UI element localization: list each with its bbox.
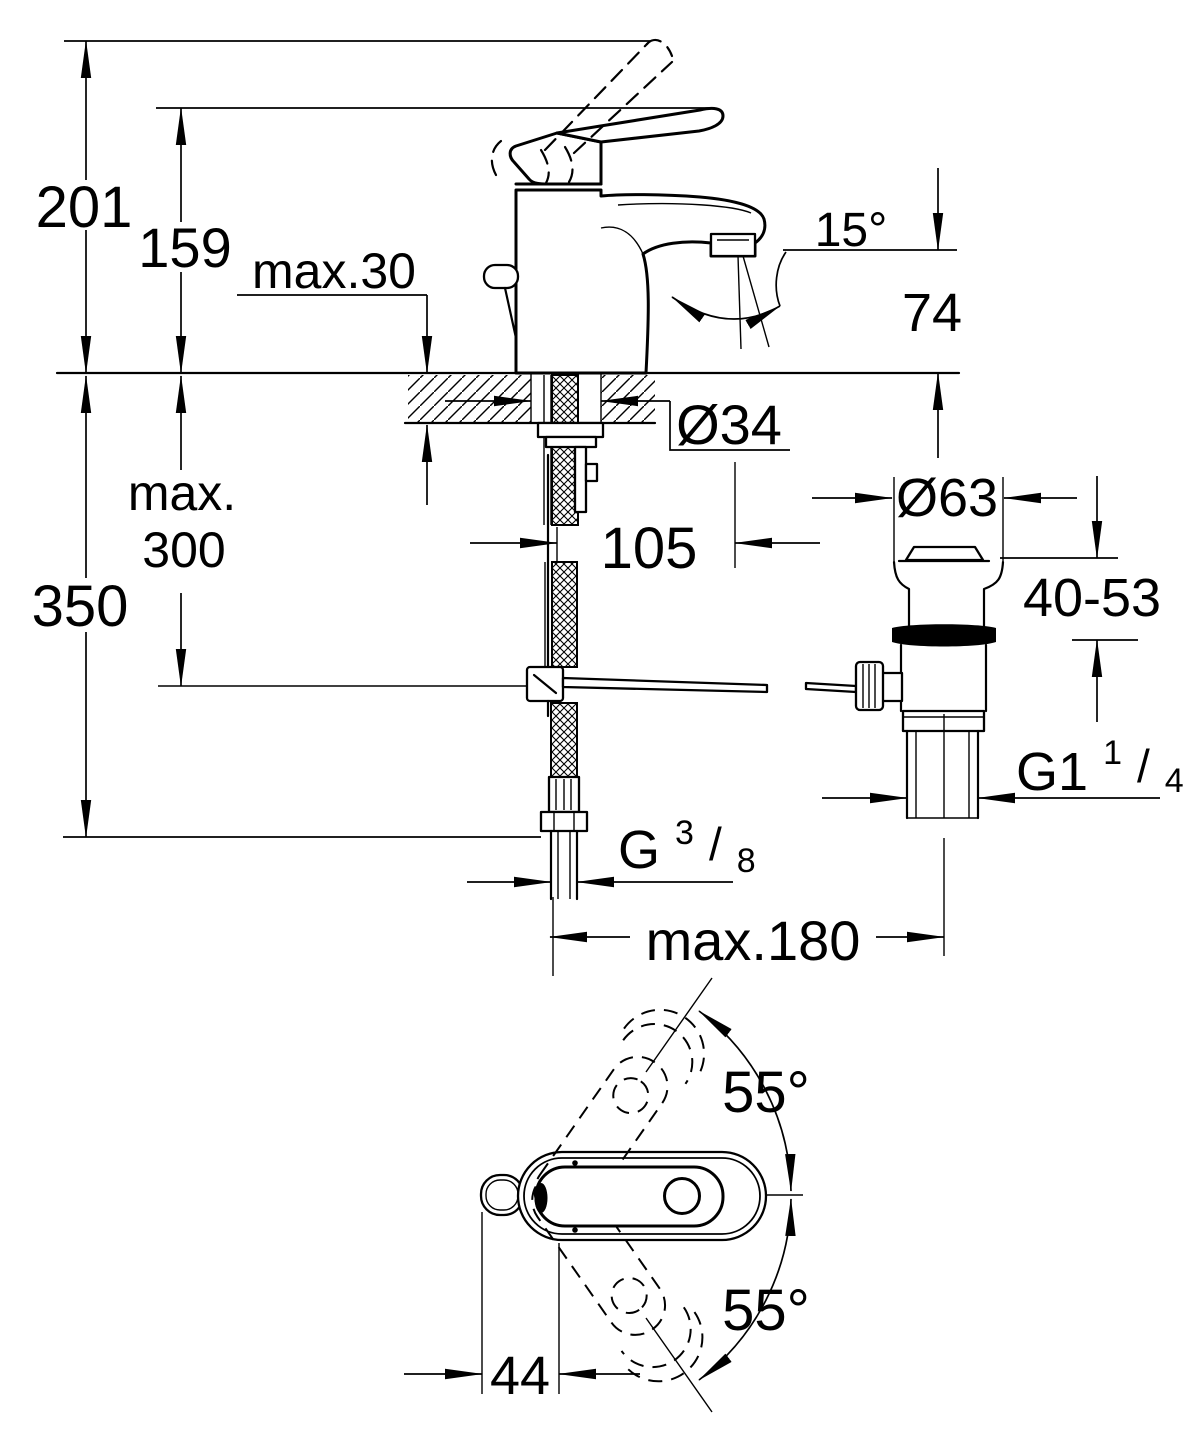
- shank-and-supply-hose: [525, 374, 605, 901]
- counter-cross-section: [403, 373, 657, 425]
- spout-angle-annotation: [671, 251, 787, 350]
- swing-angle-annotation: [645, 977, 803, 1413]
- supply-thread-sub: 8: [737, 842, 756, 880]
- mounting-bracket: [573, 445, 588, 514]
- dim-hose-drop-value-label: 300: [142, 522, 225, 578]
- waste-thread-main: G1: [1016, 742, 1088, 802]
- dim-rod-distance-label: max.180: [646, 909, 861, 972]
- waste-thread-sup: 1: [1103, 734, 1122, 772]
- spout-tab-plan: [479, 1173, 525, 1217]
- pop-up-waste-assembly: [854, 545, 1005, 820]
- handle-width-dimension: [404, 1212, 640, 1394]
- hose-nut: [539, 810, 589, 833]
- dim-spout-angle-label: 15°: [815, 204, 888, 257]
- reference-lines: [55, 40, 961, 838]
- waste-gasket: [892, 624, 996, 647]
- dim-deck-thickness-label: max.30: [252, 243, 416, 299]
- dim-hose-length-label: 350: [32, 574, 129, 639]
- faucet-body: [482, 182, 767, 375]
- dim-hose-drop-word-label: max.: [128, 465, 236, 521]
- dim-handle-width-label: 44: [490, 1346, 550, 1406]
- handle-side-view: [508, 106, 725, 186]
- dim-swing-lower-label: 55°: [722, 1278, 810, 1343]
- waste-thread-sub: 4: [1165, 762, 1184, 800]
- aerator: [709, 232, 757, 258]
- dim-total-height-label: 201: [36, 175, 133, 240]
- dim-supply-thread-label: G 3 / 8: [618, 796, 756, 880]
- dim-basin-range-label: 40-53: [1023, 568, 1161, 628]
- pop-up-linkage-rod: [561, 676, 858, 694]
- supply-thread-sup: 3: [675, 814, 694, 852]
- supply-thread-slash: /: [709, 818, 722, 870]
- dim-lever-tip-height-label: 159: [138, 216, 231, 279]
- waste-plug-cap: [904, 545, 985, 562]
- side-view: 201 159 max.30 15° 74 Ø34 max. 300 350 1…: [32, 38, 1184, 976]
- mounting-washer: [536, 421, 605, 439]
- dim-outlet-height-label: 74: [902, 283, 962, 343]
- dimension-lines: [80, 40, 1160, 976]
- dim-waste-thread-label: G1 1 / 4: [1016, 716, 1184, 802]
- waste-thread-slash: /: [1137, 740, 1150, 792]
- pop-up-knob: [482, 263, 520, 290]
- dim-projection-label: 105: [601, 516, 698, 581]
- dim-swing-upper-label: 55°: [722, 1060, 810, 1125]
- handle-knob-circle: [663, 1177, 701, 1215]
- handle-raised-dashed: [490, 38, 674, 185]
- dim-hole-diameter-label: Ø34: [676, 393, 782, 456]
- plan-view: 55° 55° 44: [404, 977, 810, 1413]
- dim-waste-flange-label: Ø63: [896, 468, 998, 528]
- handle-plan-solid: [534, 1160, 725, 1233]
- supply-thread-main: G: [618, 820, 660, 880]
